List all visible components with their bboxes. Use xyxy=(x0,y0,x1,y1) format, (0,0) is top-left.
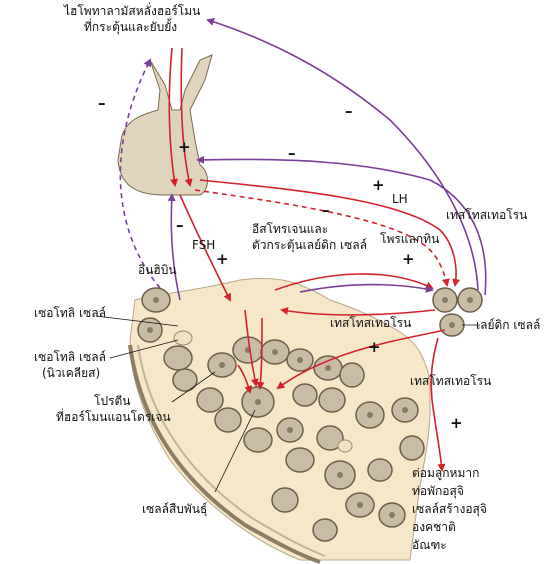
stimulatory-pathways xyxy=(168,47,461,472)
pituitary-gland xyxy=(117,54,213,196)
cell xyxy=(285,447,315,473)
arrow-testosterone-to-tubule xyxy=(280,307,436,316)
cell-nuclei xyxy=(147,297,408,518)
lh-label: LH xyxy=(392,192,408,206)
plus-sign: + xyxy=(402,250,415,268)
tubule-outer-wall-inner xyxy=(137,344,326,557)
cell xyxy=(339,362,365,388)
target-testis: อัณฑะ xyxy=(412,538,447,552)
target-organ-list: ต่อมลูกหมาก ท่อพักอสุจิ เซลล์สร้างอสุจิ … xyxy=(412,466,487,553)
cell xyxy=(312,518,338,542)
estrogen-label-line2: ตัวกระตุ้นเลย์ดิก เซลล์ xyxy=(252,238,367,252)
minus-sign: – xyxy=(322,201,330,219)
arrow-lh xyxy=(199,179,461,287)
inhibitory-pathways xyxy=(119,18,487,301)
cell xyxy=(271,487,299,513)
cell xyxy=(367,458,393,482)
cell xyxy=(399,435,425,461)
arrow-estrogen xyxy=(274,273,434,291)
arrow-testosterone-out xyxy=(430,337,446,472)
label-leaders xyxy=(95,315,480,493)
target-seminal-vesicle: ท่อพักอสุจิ xyxy=(412,484,464,498)
prolactin-label: โพรแลกทิน xyxy=(380,232,440,246)
plus-sign: + xyxy=(450,414,463,432)
cell xyxy=(172,368,198,392)
abp-label-line1: โปรตีน xyxy=(94,394,131,408)
cell xyxy=(243,427,273,453)
arrow-abp-to-germ xyxy=(237,364,253,394)
arrow-inhibin-to-hypo xyxy=(119,58,161,289)
testosterone-mid-label: เทสโทสเทอโรน xyxy=(330,316,412,330)
plus-sign: + xyxy=(216,250,229,268)
minus-sign: – xyxy=(176,216,184,234)
arrow-hypo-to-pit-2 xyxy=(180,47,193,187)
target-penis: องคชาติ xyxy=(412,520,456,534)
sertoli-nucleus xyxy=(173,330,193,346)
fsh-label: FSH xyxy=(192,238,216,252)
target-spermatogenesis: เซลล์สร้างอสุจิ xyxy=(412,502,487,516)
tubule-outer-wall xyxy=(128,344,321,564)
estrogen-label-line1: อีสโทรเจนและ xyxy=(252,222,329,236)
arrow-to-germ-1 xyxy=(244,309,259,387)
leydig-cell-label: เลย์ดิก เซลล์ xyxy=(476,318,541,332)
sertoli-cell-label: เซอโทลิ เซลล์ xyxy=(34,306,106,320)
minus-sign: – xyxy=(345,102,353,120)
testosterone-right-label: เทสโทสเทอโรน xyxy=(446,208,528,222)
sertoli-nucleus-label-line2: (นิวเคลียส) xyxy=(42,366,101,380)
arrow-to-germ-2 xyxy=(256,317,265,390)
arrow-fsh xyxy=(179,194,231,302)
target-prostate: ต่อมลูกหมาก xyxy=(412,466,480,480)
inhibin-label: อินฮิบิน xyxy=(138,263,177,277)
minus-sign: – xyxy=(288,144,296,162)
arrow-prolactin xyxy=(194,189,450,287)
minus-sign: – xyxy=(98,94,106,112)
sertoli-nucleus-label-line1: เซอโทลิ เซลล์ xyxy=(34,350,106,364)
leydig-cells xyxy=(432,287,483,337)
abp-label-line2: ที่ฮอร์โมนแอนโดรเจน xyxy=(56,410,171,424)
sertoli-nucleus xyxy=(337,439,353,453)
cell xyxy=(214,407,242,433)
arrow-hypo-to-pit-1 xyxy=(168,47,179,187)
tubule-tissue xyxy=(129,277,431,561)
tubule-cells xyxy=(137,287,425,542)
plus-sign: + xyxy=(178,138,191,156)
hypothalamus-label-line1: ไฮโพทาลามัสหลั่งฮอร์โมน xyxy=(64,4,201,18)
hypothalamus-label-line2: ที่กระตุ้นและยับยั้ง xyxy=(84,20,178,34)
arrow-testosterone-to-hypo xyxy=(206,18,479,291)
arrow-testosterone-to-pit xyxy=(196,155,487,296)
arrow-inhibin-to-pit xyxy=(167,193,181,301)
plus-sign: + xyxy=(368,338,381,356)
arrow-testosterone-to-germ xyxy=(276,329,446,390)
arrow-tubule-to-leydig xyxy=(299,283,434,293)
cell xyxy=(163,345,193,371)
cell xyxy=(318,387,346,413)
cell xyxy=(292,383,318,407)
plus-sign: + xyxy=(372,176,385,194)
testosterone-bottom-label: เทสโทสเทอโรน xyxy=(410,374,492,388)
cell xyxy=(316,425,344,451)
cell xyxy=(196,387,224,413)
germ-cell-label: เซลล์สืบพันธุ์ xyxy=(142,502,208,516)
